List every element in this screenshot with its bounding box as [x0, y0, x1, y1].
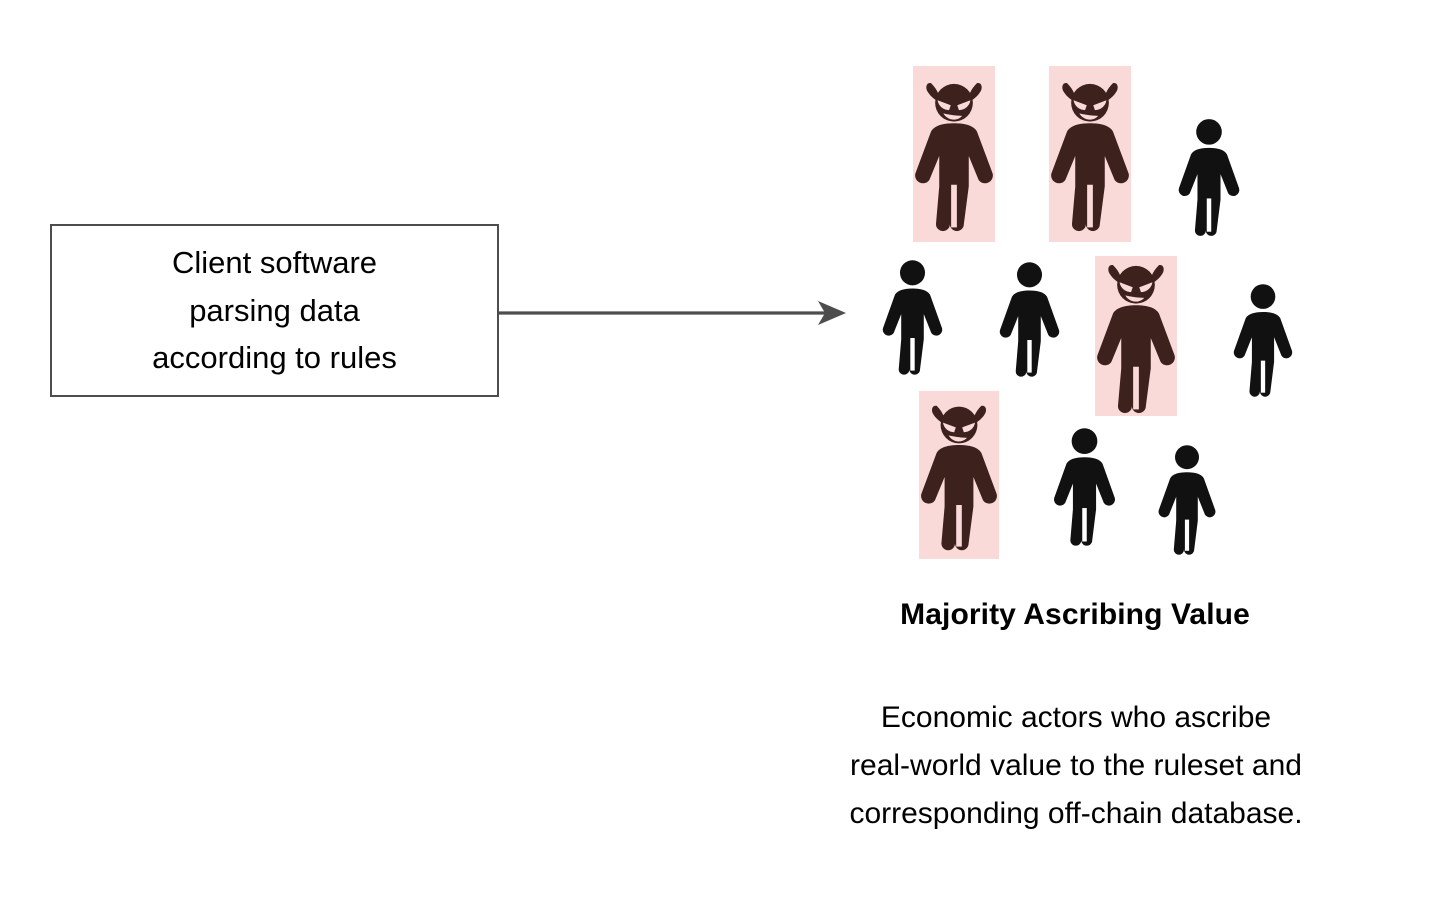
devil-person-icon-devil-4: [919, 391, 999, 559]
flow-arrow-icon: [498, 301, 846, 325]
person-icon-person-6: [1154, 444, 1220, 555]
devil-person-icon-devil-1: [913, 66, 995, 242]
devil-person-icon-devil-2: [1049, 66, 1131, 242]
client-software-box: Client software parsing data according t…: [50, 224, 499, 397]
caption-body: Economic actors who ascribe real-world v…: [849, 701, 1303, 830]
person-icon-person-1: [1177, 117, 1241, 237]
person-icon-person-5: [1051, 427, 1118, 546]
majority-crowd: [879, 66, 1294, 559]
caption-title: Majority Ascribing Value: [900, 598, 1250, 631]
person-icon-person-2: [879, 259, 946, 375]
person-icon-person-3: [997, 261, 1062, 377]
person-icon-person-4: [1232, 283, 1294, 397]
devil-person-icon-devil-3: [1095, 256, 1177, 416]
client-software-box-label: Client software parsing data according t…: [152, 245, 397, 376]
